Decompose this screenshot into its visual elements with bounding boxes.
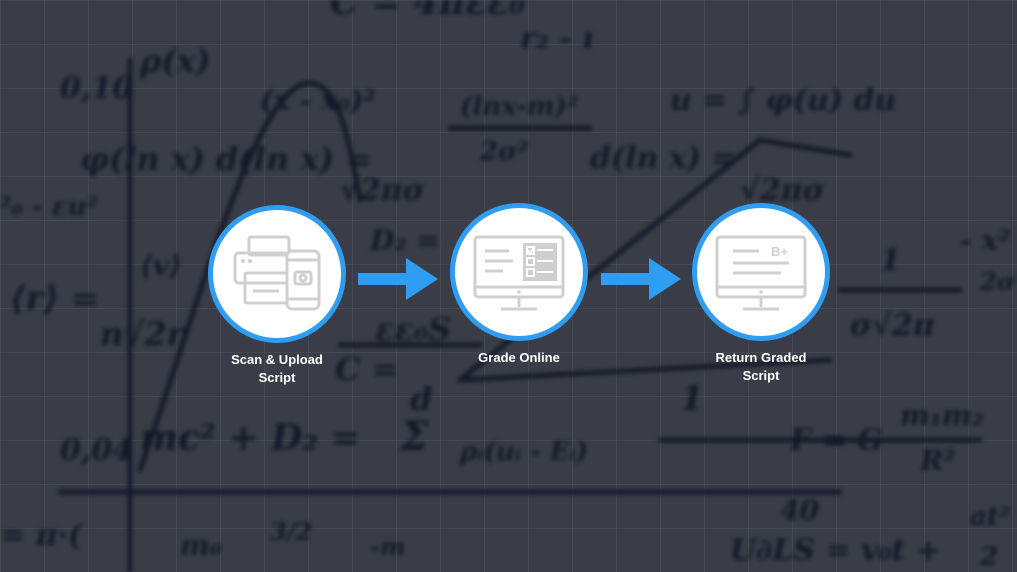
- svg-text:1: 1: [880, 243, 901, 278]
- svg-text:m₀: m₀: [180, 529, 222, 562]
- arrow-right-icon: [601, 258, 681, 300]
- svg-text:⟨v⟩: ⟨v⟩: [140, 249, 182, 282]
- svg-text:εε₀S: εε₀S: [375, 310, 451, 348]
- svg-text:u = ∫ φ(u) du: u = ∫ φ(u) du: [670, 83, 896, 118]
- svg-text:3/2: 3/2: [270, 517, 312, 546]
- svg-text:2: 2: [979, 542, 998, 572]
- svg-text:-m: -m: [370, 532, 405, 561]
- svg-text:1: 1: [680, 379, 704, 419]
- return-graded-circle: B+: [692, 203, 830, 341]
- step-label: Scan & Upload Script: [231, 352, 323, 385]
- svg-text:0,04: 0,04: [60, 433, 133, 468]
- svg-text:F = G: F = G: [789, 423, 883, 458]
- monitor-grade-icon: B+: [715, 235, 807, 311]
- step-label: Return Graded Script: [715, 350, 807, 383]
- svg-text:φ(ln x) d(ln x) =: φ(ln x) d(ln x) =: [80, 140, 372, 178]
- step-grade-online: Grade Online: [444, 203, 594, 367]
- svg-text:C =: C =: [335, 350, 398, 388]
- svg-text:√2πσ: √2πσ: [340, 173, 426, 208]
- svg-text:- x²: - x²: [960, 224, 1010, 257]
- scanner-phone-icon: [233, 235, 321, 311]
- svg-text:(lnx-m)²: (lnx-m)²: [460, 92, 578, 122]
- scan-upload-circle: [208, 205, 346, 343]
- svg-text:(x - x₀)²: (x - x₀)²: [260, 84, 376, 117]
- svg-text:0,10: 0,10: [60, 71, 133, 106]
- svg-text:⟨r⟩ =: ⟨r⟩ =: [10, 279, 99, 319]
- svg-text:40: 40: [780, 494, 819, 527]
- svg-text:ρᵢ(uᵢ - Eᵢ): ρᵢ(uᵢ - Eᵢ): [459, 437, 588, 467]
- svg-text:σ√2π: σ√2π: [850, 308, 936, 343]
- svg-text:2σ²: 2σ²: [979, 267, 1017, 296]
- svg-text:2σ²: 2σ²: [479, 137, 529, 167]
- svg-text:r₂ - ı: r₂ - ı: [520, 21, 594, 56]
- svg-text:²₀ - εu²: ²₀ - εu²: [0, 192, 98, 222]
- svg-text:d: d: [410, 380, 432, 418]
- svg-text:mc² + D₂ =: mc² + D₂ =: [140, 417, 361, 459]
- svg-text:= π·(: = π·(: [0, 518, 84, 553]
- svg-text:√2πσ: √2πσ: [740, 173, 826, 208]
- arrow-right-icon: [358, 258, 438, 300]
- svg-text:n√2r: n√2r: [100, 315, 186, 353]
- grade-online-circle: [450, 203, 588, 341]
- svg-text:U∂LS = v₀t +: U∂LS = v₀t +: [730, 533, 941, 568]
- step-label: Grade Online: [478, 350, 560, 365]
- step-scan-upload: Scan & Upload Script: [202, 205, 352, 387]
- svg-text:ρ(x): ρ(x): [139, 42, 211, 80]
- svg-text:C = 4πεε₀: C = 4πεε₀: [330, 0, 525, 23]
- svg-text:at²: at²: [970, 502, 1010, 532]
- step-return-graded: B+ Return Graded Script: [686, 203, 836, 385]
- svg-text:d(ln x) =: d(ln x) =: [590, 141, 736, 176]
- svg-text:m₁m₂: m₁m₂: [900, 399, 984, 432]
- svg-text:R²: R²: [919, 444, 956, 477]
- grade-text: B+: [771, 244, 788, 259]
- svg-text:D₂ =: D₂ =: [369, 224, 440, 257]
- monitor-checklist-icon: [473, 235, 565, 311]
- svg-text:Σ: Σ: [398, 413, 429, 460]
